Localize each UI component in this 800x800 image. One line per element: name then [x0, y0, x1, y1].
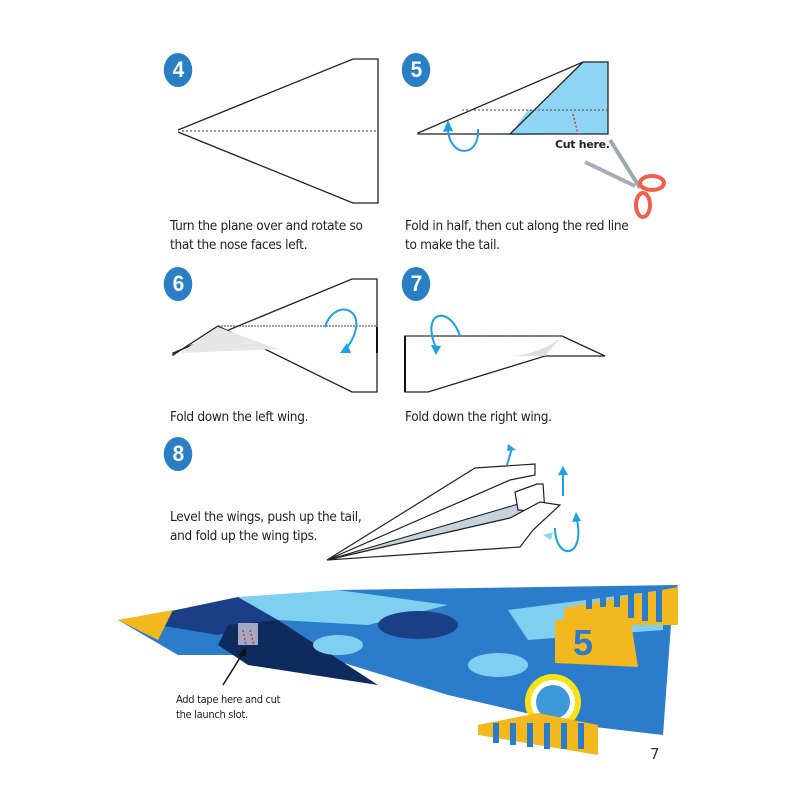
- annotation-line2: the launch slot.: [176, 708, 248, 721]
- step-6-caption: Fold down the left wing.: [170, 408, 308, 427]
- launch-slot-annotation: Add tape here and cut the launch slot.: [176, 692, 281, 722]
- step-badge-5: 5: [401, 53, 431, 87]
- step-badge-8: 8: [163, 437, 193, 471]
- page-number: 7: [650, 745, 660, 763]
- step-8-caption-line2: and fold up the wing tips.: [170, 528, 318, 544]
- cut-here-label: Cut here.: [555, 138, 610, 151]
- step-5-diagram: [417, 61, 666, 219]
- step-5-caption-line2: to make the tail.: [405, 237, 500, 253]
- step-badge-4: 4: [163, 53, 193, 87]
- step-badge-6: 6: [163, 267, 193, 301]
- annotation-arrow-icon: [222, 652, 244, 686]
- step-5-caption-line1: Fold in half, then cut along the red lin…: [405, 218, 629, 234]
- step-4-diagram: [177, 58, 379, 204]
- annotation-line1: Add tape here and cut: [176, 693, 281, 706]
- step-4-caption-line1: Turn the plane over and rotate so: [170, 218, 363, 234]
- step-7-caption-line1: Fold down the right wing.: [405, 409, 552, 425]
- step-4-caption: Turn the plane over and rotate so that t…: [170, 217, 363, 255]
- step-6-diagram: [172, 278, 378, 393]
- finished-plane-photo: 5: [118, 585, 678, 755]
- step-4-caption-line2: that the nose faces left.: [170, 237, 308, 253]
- tail-number: 5: [573, 622, 593, 663]
- step-8-caption-line1: Level the wings, push up the tail,: [170, 509, 362, 525]
- scissors-icon: [584, 138, 666, 219]
- step-badge-7: 7: [401, 267, 431, 301]
- step-7-caption: Fold down the right wing.: [405, 408, 552, 427]
- step-6-caption-line1: Fold down the left wing.: [170, 409, 309, 425]
- step-8-caption: Level the wings, push up the tail, and f…: [170, 508, 362, 546]
- step-5-caption: Fold in half, then cut along the red lin…: [405, 217, 629, 255]
- step-7-diagram: [404, 314, 606, 393]
- step-8-diagram: [326, 444, 581, 561]
